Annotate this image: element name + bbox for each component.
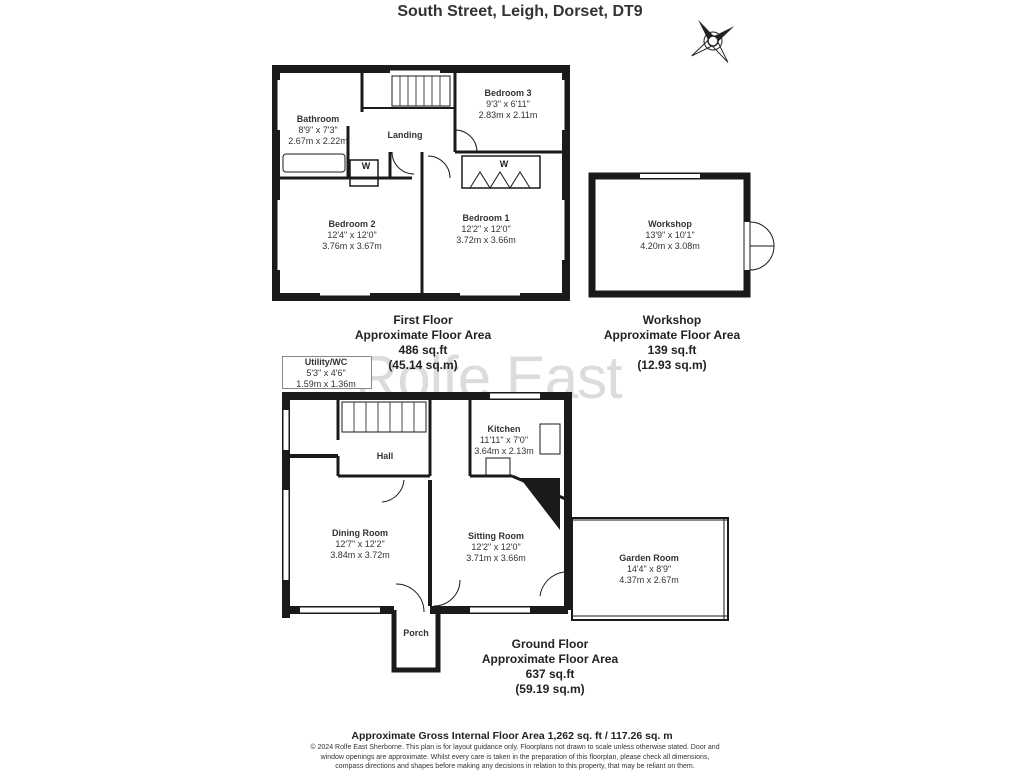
room-name: Bedroom 3	[484, 88, 532, 98]
room-metric: 1.59m x 1.36m	[296, 379, 356, 389]
plan-title: South Street, Leigh, Dorset, DT9	[397, 3, 643, 20]
wardrobe-label-bathroom: W	[361, 161, 371, 171]
room-dining: Dining Room 12'7" x 12'2" 3.84m x 3.72m	[330, 528, 390, 561]
utility-label-box	[282, 356, 372, 389]
room-imperial: 12'2" x 12'0"	[471, 542, 521, 552]
area-floor-name: Workshop	[642, 313, 702, 327]
room-imperial: 12'4" x 12'0"	[327, 230, 377, 240]
room-bedroom3: Bedroom 3 9'3" x 6'11" 2.83m x 2.11m	[479, 88, 538, 121]
wardrobe-label-bedroom1: W	[499, 159, 509, 169]
area-caption: Approximate Floor Area	[354, 328, 492, 342]
workshop-area: Workshop Approximate Floor Area 139 sq.f…	[604, 313, 740, 373]
area-caption: Approximate Floor Area	[603, 328, 741, 342]
room-metric: 2.83m x 2.11m	[478, 110, 538, 120]
room-utility: Utility/WC 5'3" x 4'6" 1.59m x 1.36m	[296, 357, 356, 390]
room-name: Bedroom 1	[462, 213, 510, 223]
area-floor-name: First Floor	[393, 313, 453, 327]
room-porch: Porch	[403, 628, 429, 639]
room-name: Bedroom 2	[328, 219, 376, 229]
room-imperial: 9'3" x 6'11"	[486, 99, 530, 109]
room-name: Landing	[387, 130, 423, 140]
room-workshop: Workshop 13'9" x 10'1" 4.20m x 3.08m	[640, 219, 700, 252]
area-sqm: (12.93 sq.m)	[637, 358, 707, 372]
room-imperial: 8'9" x 7'3"	[298, 125, 338, 135]
room-name: Kitchen	[487, 424, 521, 434]
gross-internal-area: Approximate Gross Internal Floor Area 1,…	[351, 730, 673, 742]
room-imperial: 12'7" x 12'2"	[335, 539, 385, 549]
room-imperial: 14'4" x 8'9"	[626, 564, 672, 574]
room-imperial: 13'9" x 10'1"	[645, 230, 695, 240]
room-bedroom2: Bedroom 2 12'4" x 12'0" 3.76m x 3.67m	[322, 219, 382, 252]
area-sqm: (45.14 sq.m)	[388, 358, 458, 372]
room-garden: Garden Room 14'4" x 8'9" 4.37m x 2.67m	[619, 553, 679, 586]
ground-floor-area: Ground Floor Approximate Floor Area 637 …	[482, 637, 618, 697]
room-metric: 3.76m x 3.67m	[322, 241, 382, 251]
room-metric: 3.84m x 3.72m	[330, 550, 390, 560]
area-caption: Approximate Floor Area	[481, 652, 619, 666]
room-metric: 3.71m x 3.66m	[466, 553, 526, 563]
area-sqft: 486 sq.ft	[398, 343, 448, 357]
workshop-plan	[588, 172, 775, 298]
room-bathroom: Bathroom 8'9" x 7'3" 2.67m x 2.22m	[288, 114, 348, 147]
room-name: Porch	[403, 628, 429, 638]
room-kitchen: Kitchen 11'11" x 7'0" 3.64m x 2.13m	[474, 424, 534, 457]
room-landing: Landing	[388, 130, 423, 141]
room-metric: 3.64m x 2.13m	[474, 446, 534, 456]
room-name: Bathroom	[296, 114, 340, 124]
first-floor-area: First Floor Approximate Floor Area 486 s…	[355, 313, 491, 373]
room-metric: 4.37m x 2.67m	[619, 575, 679, 585]
room-metric: 3.72m x 3.66m	[456, 235, 516, 245]
area-sqft: 637 sq.ft	[525, 667, 575, 681]
disclaimer-text: © 2024 Rolfe East Sherborne. This plan i…	[310, 744, 720, 770]
room-imperial: 11'11" x 7'0"	[479, 435, 529, 445]
first-floor-plan	[272, 65, 570, 301]
room-name: Dining Room	[332, 528, 388, 538]
room-name: Workshop	[648, 219, 692, 229]
room-sitting: Sitting Room 12'2" x 12'0" 3.71m x 3.66m	[466, 531, 526, 564]
room-hall: Hall	[377, 451, 394, 462]
room-imperial: 12'2" x 12'0"	[461, 224, 511, 234]
room-name: Utility/WC	[304, 357, 348, 367]
area-floor-name: Ground Floor	[511, 637, 589, 651]
room-bedroom1: Bedroom 1 12'2" x 12'0" 3.72m x 3.66m	[456, 213, 516, 246]
room-name: Garden Room	[619, 553, 679, 563]
room-imperial: 5'3" x 4'6"	[306, 368, 346, 378]
room-metric: 2.67m x 2.22m	[288, 136, 348, 146]
room-name: Sitting Room	[468, 531, 524, 541]
area-sqm: (59.19 sq.m)	[515, 682, 585, 696]
compass-icon	[691, 19, 735, 63]
room-metric: 4.20m x 3.08m	[640, 241, 700, 251]
area-sqft: 139 sq.ft	[647, 343, 697, 357]
ground-floor-plan	[282, 392, 729, 673]
room-name: Hall	[376, 451, 394, 461]
